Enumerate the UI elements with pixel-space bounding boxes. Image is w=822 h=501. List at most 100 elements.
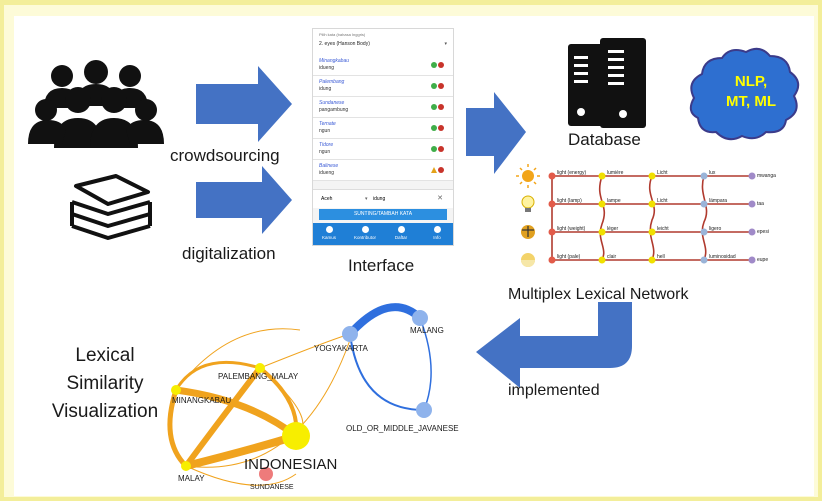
mx-node: taa (757, 201, 764, 207)
reject-icon[interactable] (438, 125, 444, 131)
list-item[interactable]: Palembang idung (313, 76, 453, 97)
users-icon (361, 226, 369, 233)
row-language: Ternate (319, 121, 336, 127)
word-input[interactable]: idung (373, 196, 386, 202)
mx-node: light (energy) (557, 170, 587, 176)
implemented-label: implemented (508, 382, 600, 399)
nlp-cloud-text: NLP, MT, ML (716, 72, 786, 112)
row-word: idueng (319, 65, 335, 71)
select-caption: Pilih kata (bahasa Inggris) (319, 32, 366, 37)
list-item[interactable]: Tidore ngun (313, 139, 453, 160)
graph-node-malay: MALAY (178, 474, 205, 483)
nav-label: Info (433, 235, 441, 240)
database-icon (568, 38, 646, 128)
row-language: Tidore (319, 142, 334, 148)
interface-to-database-arrow (466, 92, 526, 174)
approve-icon[interactable] (431, 62, 437, 68)
list-item[interactable]: Balinese idueng (313, 160, 453, 181)
mx-node: lux (709, 170, 716, 176)
scale-icon (521, 225, 535, 239)
interface-label: Interface (348, 256, 415, 275)
word-select-header: Pilih kata (bahasa Inggris) 2. eyes (Han… (313, 29, 453, 56)
implemented-arrow (476, 302, 632, 388)
visualization-title-line3: Visualization (51, 401, 159, 422)
row-word: idueng (319, 170, 335, 176)
row-language: Palembang (319, 79, 345, 85)
visualization-title-line1: Lexical (75, 345, 135, 366)
app-interface-screenshot: Pilih kata (bahasa Inggris) 2. eyes (Han… (312, 28, 454, 246)
reject-icon[interactable] (438, 104, 444, 110)
approve-icon[interactable] (431, 125, 437, 131)
mx-node: light (pale) (557, 254, 581, 260)
graph-node-palembang-malay: PALEMBANG_MALAY (218, 372, 299, 381)
database-label: Database (568, 130, 641, 149)
multiplex-label: Multiplex Lexical Network (508, 286, 689, 303)
multiplex-network-diagram (510, 164, 780, 276)
mx-node: lampe (607, 198, 621, 204)
digitalization-label: digitalization (182, 244, 276, 263)
nav-label: Daftar (394, 235, 408, 240)
visualization-title: Lexical Similarity Visualization (30, 342, 180, 426)
nlp-cloud-icon (689, 47, 800, 141)
list-item[interactable]: Sundanese pangambung (313, 97, 453, 118)
chevron-down-icon[interactable]: ▾ (444, 41, 447, 47)
chevron-down-icon[interactable]: ▾ (365, 196, 368, 202)
list-item[interactable]: Ternate ngun (313, 118, 453, 139)
approve-icon[interactable] (431, 146, 437, 152)
close-icon[interactable]: ✕ (437, 195, 443, 202)
row-word: ngun (319, 149, 331, 155)
row-word: pangambung (319, 107, 349, 113)
nav-label: Kontributor (353, 235, 376, 240)
reject-icon[interactable] (438, 146, 444, 152)
nav-item-daftar[interactable]: Daftar (387, 226, 415, 240)
bulb-icon (521, 195, 535, 212)
nav-item-info[interactable]: Info (423, 226, 451, 240)
search-icon (325, 226, 333, 233)
mx-node: eupe (757, 257, 769, 263)
mx-node: Licht (657, 170, 668, 176)
reject-icon[interactable] (438, 167, 444, 173)
visualization-title-line2: Similarity (66, 373, 144, 394)
crowdsourcing-label: crowdsourcing (170, 146, 280, 165)
word-select[interactable]: 2. eyes (Hanson Body) (319, 41, 370, 47)
graph-node-indonesian: INDONESIAN (244, 456, 338, 473)
translation-list: Minangkabau idueng Palembang idung Sunda… (313, 55, 453, 181)
mx-node: leicht (657, 226, 669, 232)
mx-node: luminosidad (709, 254, 736, 260)
mx-node: light (lamp) (557, 198, 582, 204)
mx-node: ligero (709, 226, 722, 232)
reject-icon[interactable] (438, 62, 444, 68)
mt-ml-line: MT, ML (726, 93, 776, 110)
warning-icon[interactable] (431, 167, 437, 173)
info-icon (433, 226, 441, 233)
nlp-line: NLP, (734, 73, 768, 90)
edit-add-word-button[interactable]: SUNTING/TAMBAH KATA (319, 209, 447, 220)
mx-node: lumière (607, 170, 624, 176)
nav-label: Kamus (321, 235, 336, 240)
reject-icon[interactable] (438, 83, 444, 89)
graph-node-yogyakarta: YOGYAKARTA (314, 344, 368, 353)
mx-node: lämpara (709, 198, 728, 204)
graph-node-old-javanese: OLD_OR_MIDDLE_JAVANESE (346, 424, 459, 433)
nav-item-kontributor[interactable]: Kontributor (351, 226, 379, 240)
row-language: Minangkabau (319, 58, 350, 64)
mx-node: epesi (757, 229, 769, 235)
approve-icon[interactable] (431, 83, 437, 89)
mx-node: léger (607, 226, 619, 232)
sun-icon (516, 164, 540, 188)
graph-node-malang: MALANG (410, 326, 444, 335)
pale-sun-icon (521, 253, 535, 267)
list-item[interactable]: Minangkabau idueng (313, 55, 453, 76)
language-select[interactable]: Aceh (321, 196, 333, 202)
new-word-input-row: Aceh ▾ idung ✕ (313, 189, 453, 208)
mx-node: clair (607, 254, 617, 260)
nav-item-kamus[interactable]: Kamus (315, 226, 343, 240)
row-language: Balinese (319, 163, 339, 169)
books-icon (70, 174, 152, 240)
crowd-icon (28, 60, 164, 148)
approve-icon[interactable] (431, 104, 437, 110)
similarity-graph (167, 303, 432, 486)
mx-node: hell (657, 254, 665, 260)
mx-node: mwanga (757, 173, 776, 179)
